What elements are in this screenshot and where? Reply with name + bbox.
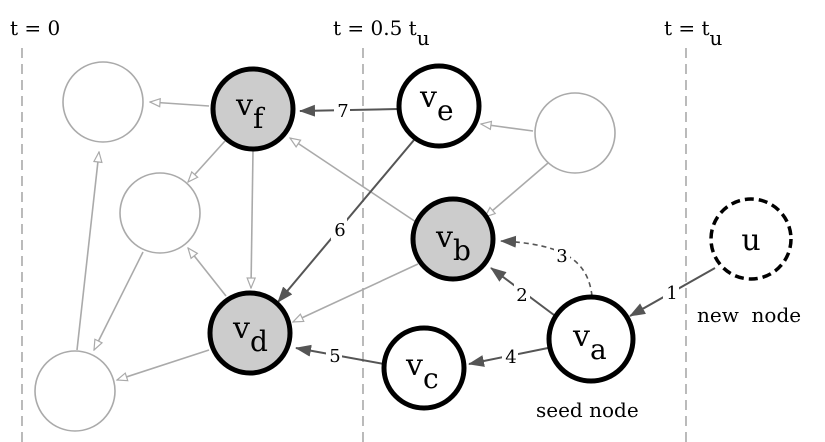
edge-label-4: 4 (505, 347, 516, 368)
active-nodes (207, 63, 793, 411)
node-gray-top-left (62, 61, 144, 143)
node-gray-mid-left (119, 172, 201, 254)
node-gray-right (534, 92, 616, 174)
time-dividers (21, 48, 687, 442)
label-va: va (572, 319, 607, 366)
node-va (546, 294, 636, 384)
label-u: u (741, 223, 760, 258)
time-label-t-half: t = 0.5 tu (333, 16, 430, 50)
edge-label-1: 1 (666, 283, 677, 304)
edge-g4-to-g1 (76, 152, 99, 351)
edge-vb-to-vd (293, 263, 419, 323)
time-labels: t = 0 t = 0.5 tu t = tu (10, 16, 723, 50)
edge-g5-to-vb (485, 162, 549, 217)
edge-vf-to-g1 (150, 102, 210, 106)
time-label-t-u: t = tu (664, 16, 723, 50)
edge-g5-to-ve (481, 124, 534, 132)
edge-vf-to-vd (251, 149, 253, 288)
edge-vd-to-g2 (188, 248, 227, 297)
node-vd (207, 290, 293, 376)
edge-label-6: 6 (334, 220, 345, 241)
node-vf (210, 66, 296, 152)
edge-label-3: 3 (556, 246, 567, 267)
edge-label-2: 2 (516, 285, 527, 306)
edge-g2-to-g4 (94, 251, 144, 350)
caption-seed-node: seed node (536, 398, 639, 422)
caption-new-node: new node (697, 303, 801, 327)
time-label-t-u-sub: u (710, 26, 723, 50)
time-label-t-half-main: t = 0.5 t (333, 16, 417, 40)
time-label-t-u-main: t = t (664, 16, 710, 40)
label-ve: ve (419, 80, 454, 127)
node-vb (410, 196, 496, 282)
edge-vd-to-g4 (117, 349, 210, 380)
captions: new node seed node (536, 303, 801, 422)
node-vc (381, 325, 467, 411)
label-vb: vb (435, 220, 471, 267)
edge-label-5: 5 (329, 346, 340, 367)
edge-vf-to-g2 (188, 140, 226, 182)
node-labels: vf ve vb vd vc va u (232, 80, 761, 395)
time-label-t0: t = 0 (10, 16, 60, 40)
node-gray-bottom-left (34, 350, 116, 432)
label-vc: vc (405, 348, 439, 395)
time-label-t-half-sub: u (417, 26, 430, 50)
inactive-edges (76, 102, 549, 380)
inactive-nodes (34, 61, 616, 432)
label-vd: vd (232, 311, 268, 358)
node-u (709, 197, 793, 281)
edge-label-7: 7 (337, 101, 348, 122)
edge-vb-to-vf (290, 138, 417, 223)
edge-labels: 1 2 3 4 5 6 7 (326, 99, 679, 368)
node-ve (396, 63, 482, 149)
label-vf: vf (235, 88, 266, 135)
